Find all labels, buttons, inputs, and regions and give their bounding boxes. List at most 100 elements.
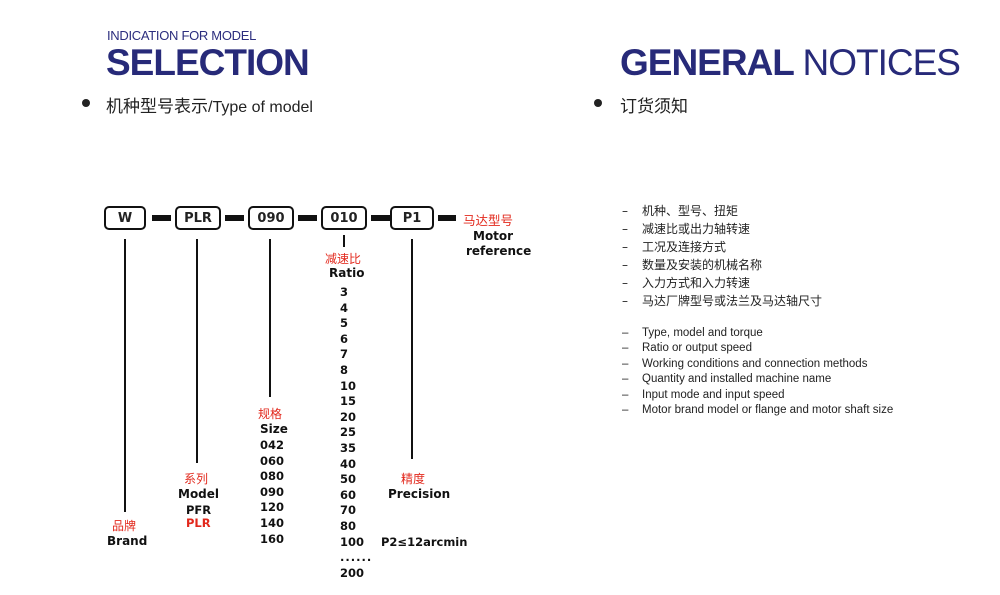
model-label-en: Model [178, 487, 220, 501]
precision-connector [411, 239, 413, 459]
model-label-cn: 系列 [184, 472, 209, 486]
list-dash: – [622, 327, 629, 339]
type-of-model-subhead: 机种型号表示/Type of model [106, 92, 313, 117]
list-item: –减速比或出力轴转速 [622, 220, 822, 238]
list-dash: – [622, 388, 629, 401]
ratio-option: 5 [340, 316, 349, 331]
ratio-option: 60 [340, 487, 357, 502]
code-dash [438, 215, 456, 221]
ratio-option: 8 [340, 362, 349, 377]
ratio-option: 50 [340, 472, 357, 487]
size-option: 120 [260, 500, 285, 515]
code-dash [152, 215, 171, 221]
list-item: –Motor brand model or flange and motor s… [622, 403, 893, 418]
note-cn: 数量及安装的机械名称 [642, 258, 763, 272]
note-en: Type, model and torque [642, 327, 763, 339]
list-item: –马达厂牌型号或法兰及马达轴尺寸 [622, 292, 822, 310]
bullet-dot [82, 99, 90, 107]
selection-title: SELECTION [106, 42, 310, 83]
motor-label-en-2: reference [466, 244, 532, 258]
notes-cn-list: –机种、型号、扭矩 –减速比或出力轴转速 –工况及连接方式 –数量及安装的机械名… [622, 202, 822, 310]
general-notices-title: GENERAL NOTICES [620, 42, 961, 83]
list-item: –Input mode and input speed [622, 388, 893, 403]
list-dash: – [622, 276, 628, 290]
ratio-option: 25 [340, 425, 357, 440]
ratio-option: 35 [340, 440, 357, 455]
code-box-brand: W [104, 206, 146, 230]
model-options: PFR PLR [186, 503, 211, 531]
code-box-precision: P1 [390, 206, 434, 230]
list-item: –数量及安装的机械名称 [622, 256, 822, 274]
note-cn: 马达厂牌型号或法兰及马达轴尺寸 [642, 294, 823, 308]
ratio-option-last: 200 [340, 565, 365, 580]
notes-en-list: –Type, model and torque –Ratio or output… [622, 326, 893, 418]
code-box-model: PLR [175, 206, 221, 230]
ratio-option: 3 [340, 285, 349, 299]
list-item: –机种、型号、扭矩 [622, 202, 822, 220]
ratio-connector [343, 235, 345, 247]
list-item: – Type, model and torque [622, 326, 893, 341]
title-light: NOTICES [802, 42, 961, 83]
size-option: 042 [260, 438, 285, 452]
note-en: Quantity and installed machine name [642, 373, 832, 386]
note-cn: 机种、型号、扭矩 [642, 204, 739, 218]
code-dash [371, 215, 390, 221]
motor-label-cn: 马达型号 [463, 213, 514, 228]
note-cn: 工况及连接方式 [642, 240, 727, 254]
model-option-highlight: PLR [186, 515, 211, 530]
list-dash: – [622, 373, 629, 386]
ratio-option: 15 [340, 394, 357, 409]
list-dash: – [622, 357, 629, 370]
list-dash: – [622, 404, 629, 417]
brand-label-en: Brand [107, 534, 148, 548]
list-item: –Ratio or output speed [622, 341, 893, 356]
ratio-option: 7 [340, 347, 349, 362]
ratio-option: 70 [340, 503, 357, 518]
note-en: Working conditions and connection method… [642, 357, 868, 370]
ratio-label-en: Ratio [329, 266, 365, 280]
note-cn: 入力方式和入力转速 [642, 276, 751, 290]
subhead-cn: 机种型号表示 [106, 97, 208, 117]
subhead-en: /Type of model [208, 99, 313, 116]
motor-label-en-1: Motor [473, 229, 514, 243]
model-connector [196, 239, 198, 463]
order-notice-subhead: 订货须知 [620, 97, 688, 117]
model-option: PFR [186, 503, 212, 517]
brand-connector [124, 239, 126, 512]
ratio-option: 100 [340, 534, 365, 549]
note-en: Ratio or output speed [642, 342, 752, 355]
pre-title: INDICATION FOR MODEL [107, 28, 257, 43]
list-dash: – [622, 222, 628, 236]
list-dash: – [622, 240, 628, 254]
bullet-dot [594, 99, 602, 107]
size-connector [269, 239, 271, 397]
ratio-option: 6 [340, 331, 349, 346]
code-box-size: 090 [248, 206, 294, 230]
note-en: Motor brand model or flange and motor sh… [642, 404, 894, 417]
list-item: –Working conditions and connection metho… [622, 357, 893, 372]
code-dash [298, 215, 317, 221]
size-label-en: Size [260, 422, 288, 436]
title-bold: GENERAL [620, 42, 794, 83]
brand-label-cn: 品牌 [112, 519, 137, 533]
list-item: –Quantity and installed machine name [622, 372, 893, 387]
list-item: –工况及连接方式 [622, 238, 822, 256]
size-label-cn: 规格 [258, 407, 283, 421]
list-dash: – [622, 204, 628, 218]
size-options: 042 060 080 090 120 140 160 [260, 438, 284, 547]
ratio-label-cn: 减速比 [325, 252, 362, 266]
note-en: Input mode and input speed [642, 388, 785, 401]
ratio-option: 4 [340, 300, 349, 315]
code-dash [225, 215, 244, 221]
ratio-option: 10 [340, 378, 357, 393]
precision-value: P2≤12arcmin [381, 535, 468, 549]
precision-label-cn: 精度 [401, 472, 426, 486]
list-item: –入力方式和入力转速 [622, 274, 822, 292]
size-option: 140 [260, 515, 285, 530]
size-option: 080 [260, 469, 285, 484]
code-box-ratio: 010 [321, 206, 367, 230]
size-option: 090 [260, 484, 285, 499]
precision-label-en: Precision [388, 487, 451, 501]
ratio-ellipsis: ...... [340, 550, 373, 565]
ratio-options: 3 4 5 6 7 8 10 15 20 25 35 40 50 60 70 8… [340, 285, 372, 581]
